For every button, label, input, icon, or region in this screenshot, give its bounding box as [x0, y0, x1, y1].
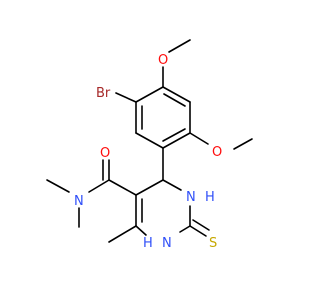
amide-nitrogen-label: N: [74, 194, 84, 209]
ring-nh-upper-h-label: H: [205, 190, 215, 205]
bond-ring-c4-c5-double: [162, 128, 186, 142]
bond-c5-carbonyl: [108, 179, 137, 196]
methoxy-oxygen-top-label: O: [158, 53, 168, 68]
methoxy-oxygen-right-label: O: [212, 145, 222, 160]
bond-c5-c4: [135, 179, 164, 196]
bond-ring-c4-c5: [162, 132, 191, 149]
ring-nh-lower-h-label: H: [143, 236, 153, 251]
bond-c2-sulfur: [189, 225, 207, 237]
bond-carbonyl-nitrogen: [88, 179, 110, 193]
bond-c2-n1: [179, 225, 191, 233]
pyrimidine-ring: [135, 179, 191, 236]
carbonyl-oxygen-label: O: [100, 146, 110, 161]
bond-methoxy-right-methyl: [233, 138, 253, 150]
bromine-label: Br: [96, 86, 111, 101]
molecule-structure-diagram: Br O O O N H N H N S: [46, 39, 253, 251]
bond-ring-to-bromine: [115, 92, 137, 103]
bond-ring-c1-c2: [135, 86, 164, 103]
thione-sulfur-label: S: [209, 236, 217, 251]
bond-ring-c3-c3-double: [163, 93, 186, 107]
bond-n1-c6: [135, 225, 147, 236]
ring-nh-lower-n-label: N: [162, 236, 172, 251]
bond-ring-c2-c3: [162, 86, 191, 103]
ring-nh-upper-n-label: N: [186, 190, 196, 205]
bond-methoxy-top-methyl: [168, 39, 191, 53]
bond-c2-sulfur-double: [192, 219, 210, 231]
bond-ring-c5-c6: [135, 132, 164, 149]
bond-c6-methyl: [108, 225, 137, 243]
bond-ring-to-methoxy-right: [189, 132, 209, 145]
phenyl-ring: [135, 86, 191, 149]
bond-c4-n3: [162, 179, 182, 191]
bond-nitrogen-methyl-up: [46, 179, 70, 193]
